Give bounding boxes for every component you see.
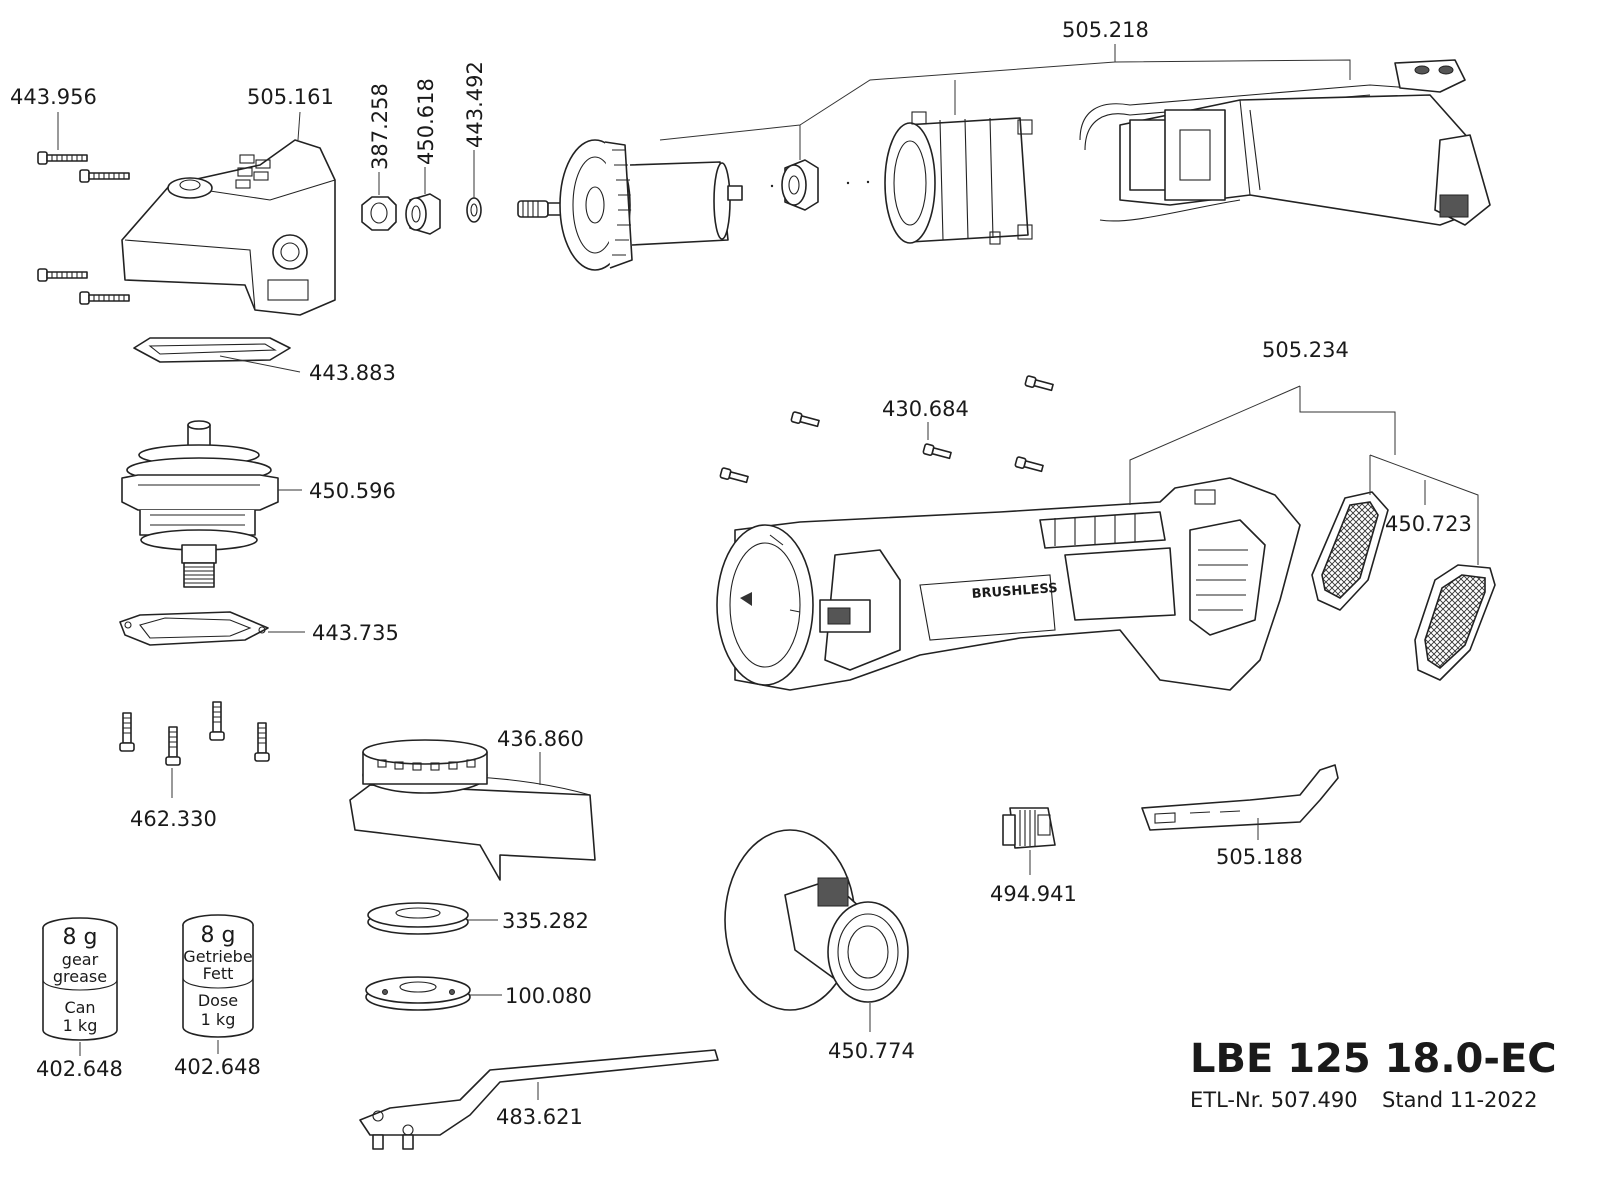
label-450596: 450.596 (309, 479, 396, 503)
stand-date: Stand 11-2022 (1382, 1088, 1538, 1112)
label-505218: 505.218 (1062, 18, 1149, 42)
screws-462330 (119, 701, 270, 766)
can1-line1: gear (62, 950, 99, 969)
bearing-450618 (405, 193, 441, 235)
label-505234: 505.234 (1262, 338, 1349, 362)
label-430684: 430.684 (882, 397, 969, 421)
washer-443492 (466, 197, 482, 223)
motor-housing-505234: BRUSHLESS (716, 477, 1301, 691)
grease-can-1: 8 g gear grease Can 1 kg (42, 917, 118, 1041)
can1-line4: 1 kg (63, 1016, 98, 1035)
guard-436860 (349, 739, 596, 881)
label-100080: 100.080 (505, 984, 592, 1008)
label-402648-a: 402.648 (36, 1057, 123, 1081)
label-483621: 483.621 (496, 1105, 583, 1129)
label-450774: 450.774 (828, 1039, 915, 1063)
label-387258: 387.258 (368, 83, 392, 170)
can1-line2: grease (53, 967, 107, 986)
switch-494941 (1002, 807, 1056, 849)
guard-adapter-450774 (724, 829, 909, 1011)
gear-assembly-450596 (121, 420, 279, 588)
can2-line4: 1 kg (201, 1010, 236, 1029)
label-443492: 443.492 (463, 61, 487, 148)
label-462330: 462.330 (130, 807, 217, 831)
screws-430684 (719, 375, 1054, 484)
can2-line3: Dose (198, 991, 238, 1010)
can2-line2: Fett (203, 964, 234, 983)
label-505188: 505.188 (1216, 845, 1303, 869)
nut-387258 (361, 196, 397, 231)
label-450723: 450.723 (1385, 512, 1472, 536)
rotor-bearing (770, 159, 870, 211)
can1-weight: 8 g (63, 925, 98, 950)
label-505161: 505.161 (247, 85, 334, 109)
brushless-label: BRUSHLESS (971, 581, 1058, 602)
gasket-443735 (119, 611, 269, 646)
can2-weight: 8 g (201, 923, 236, 948)
gear-head-505161 (121, 139, 336, 316)
label-450618: 450.618 (414, 78, 438, 165)
gasket-443883 (133, 337, 291, 363)
rotor-505218 (517, 139, 743, 271)
stator-505218 (884, 111, 1033, 245)
switch-rod-505188 (1141, 764, 1339, 831)
label-443956: 443.956 (10, 85, 97, 109)
label-494941: 494.941 (990, 882, 1077, 906)
grease-can-2: 8 g Getriebe Fett Dose 1 kg (182, 914, 254, 1038)
clamp-nut-100080 (365, 976, 471, 1011)
screws-443956 (37, 112, 130, 305)
flange-335282 (367, 902, 469, 935)
spanner-483621 (359, 1049, 719, 1150)
label-443883: 443.883 (309, 361, 396, 385)
label-436860: 436.860 (497, 727, 584, 751)
can1-line3: Can (64, 998, 95, 1017)
label-335282: 335.282 (502, 909, 589, 933)
label-402648-b: 402.648 (174, 1055, 261, 1079)
model-title: LBE 125 18.0-EC (1190, 1036, 1557, 1082)
electronics-505218 (1079, 59, 1491, 226)
label-443735: 443.735 (312, 621, 399, 645)
etl-number: ETL-Nr. 507.490 (1190, 1088, 1358, 1112)
can2-line1: Getriebe (183, 947, 252, 966)
filters-450723 (1311, 491, 1496, 681)
